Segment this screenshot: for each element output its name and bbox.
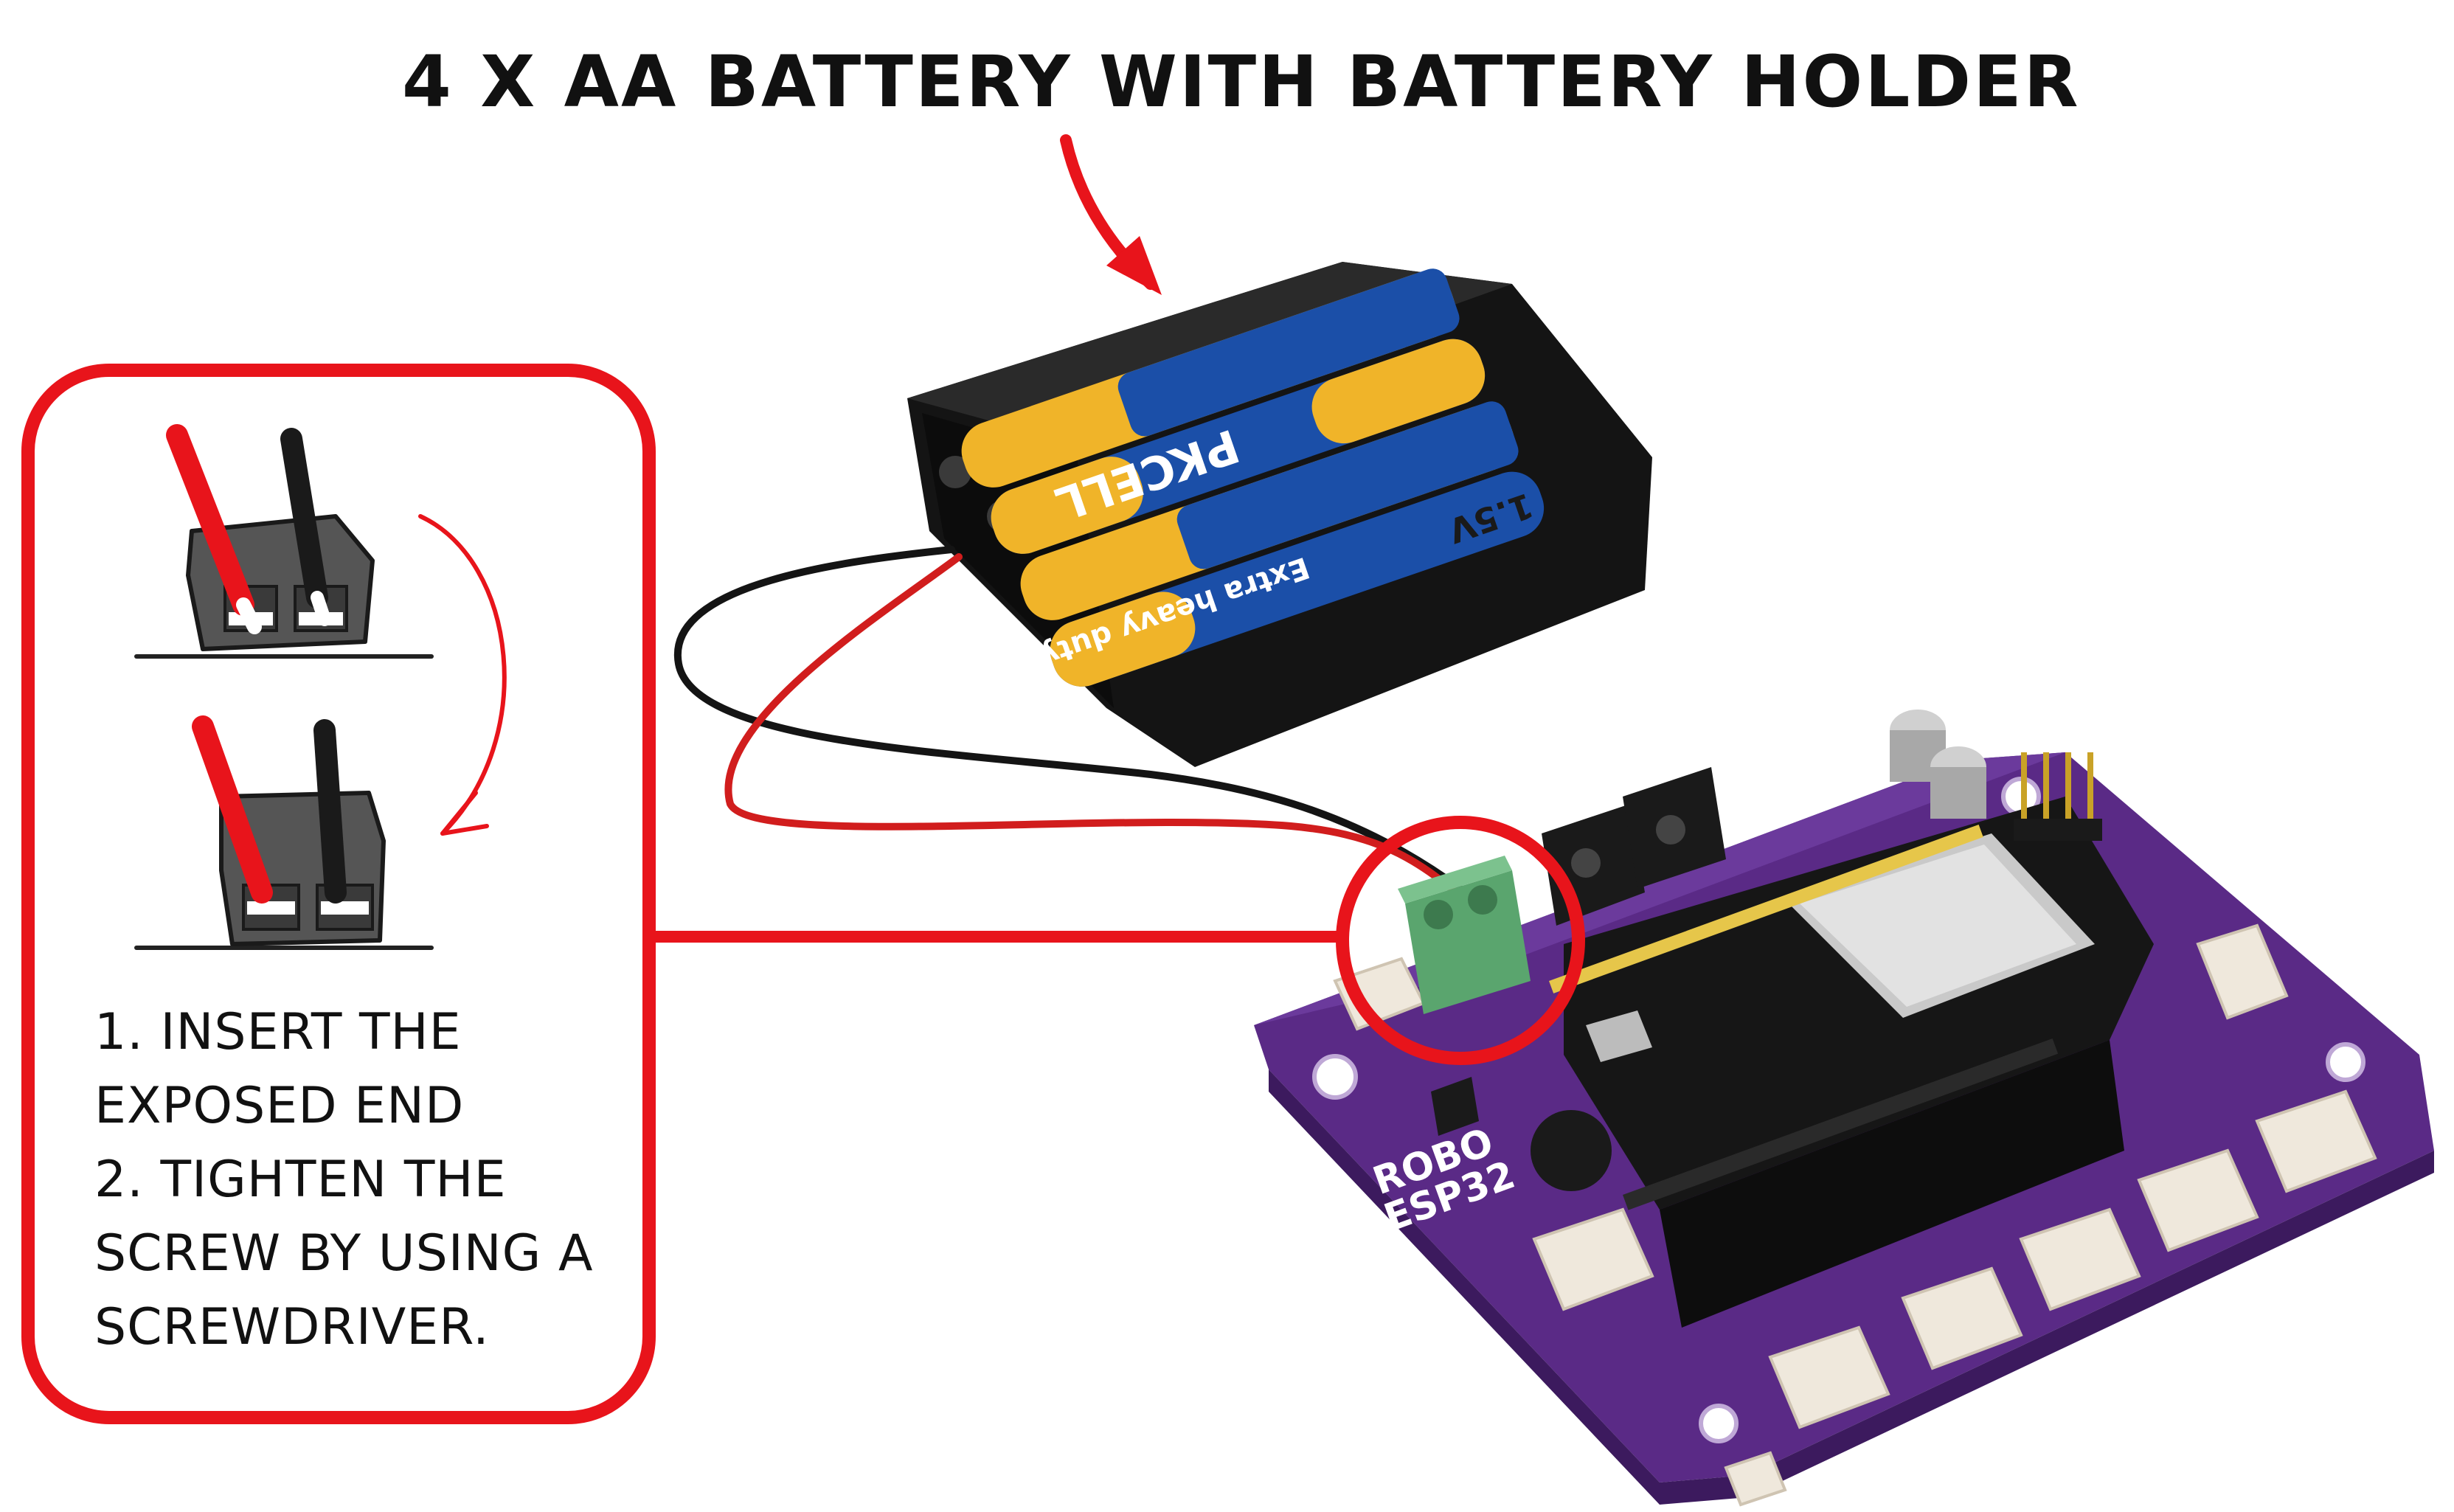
- battery-wires: [673, 546, 1472, 907]
- mount-hole: [2326, 1042, 2365, 1082]
- instruction-line: SCREW BY USING A: [94, 1224, 594, 1283]
- mount-hole: [1699, 1404, 1739, 1443]
- instruction-line: 1. INSERT THE: [94, 1003, 462, 1061]
- pin-headers: [2014, 752, 2102, 841]
- battery-holder: PKCELL Extra heavy duty 1.5V: [907, 262, 1652, 767]
- power-screw-terminal: [1398, 856, 1531, 1014]
- robo-esp32-board: ROBO ESP32: [1254, 710, 2434, 1507]
- buzzer: [1531, 1110, 1612, 1191]
- instruction-line: EXPOSED END: [94, 1077, 465, 1135]
- instruction-line: SCREWDRIVER.: [94, 1298, 490, 1356]
- sketch-after-insert: [134, 715, 434, 950]
- power-switch: [1431, 1077, 1479, 1136]
- battery-cells: [961, 268, 1545, 687]
- esp32-module: [1549, 797, 2154, 1328]
- sketch-step-arrow: [418, 514, 507, 836]
- grove-connectors: [1333, 923, 2377, 1507]
- mount-hole: [1312, 1054, 1358, 1100]
- capacitors: [1890, 710, 1986, 819]
- instruction-line: 2. TIGHTEN THE: [94, 1151, 507, 1209]
- sketch-before-insert: [134, 424, 434, 659]
- diagram-title: 4 X AA BATTERY WITH BATTERY HOLDER: [402, 41, 2081, 123]
- callout-instructions: 1. INSERT THE EXPOSED END 2. TIGHTEN THE…: [94, 996, 655, 1364]
- title-arrow: [1060, 134, 1162, 295]
